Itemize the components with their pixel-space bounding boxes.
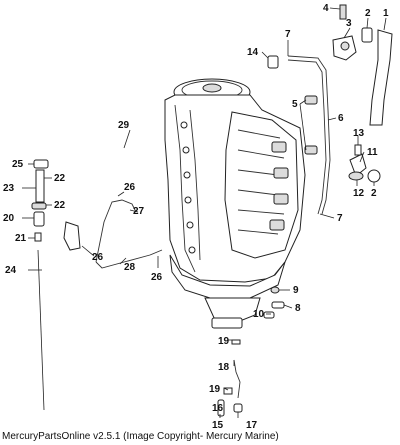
callout-19-lower: 19: [209, 384, 221, 395]
callout-2-upper: 2: [365, 8, 371, 19]
callout-14: 14: [247, 47, 259, 58]
callout-labels: 1 2 3 4 5 6 7 7 8 9 10 11 12 13 14 2 15 …: [3, 3, 389, 431]
callout-13: 13: [353, 128, 365, 139]
part-bracket: [63, 221, 81, 251]
part-5-clamps: [304, 95, 318, 155]
callout-5: 5: [292, 99, 298, 110]
callout-26-upper: 26: [124, 182, 136, 193]
part-11-13-fittings: [348, 144, 381, 183]
callout-26-right: 26: [151, 272, 163, 283]
part-3-thermostat-housing: [332, 35, 357, 61]
callout-18: 18: [218, 362, 230, 373]
callout-17: 17: [246, 420, 258, 431]
callout-8: 8: [295, 303, 301, 314]
callout-27: 27: [133, 206, 145, 217]
part-4-screw: [339, 4, 347, 20]
part-1-hose: [369, 29, 393, 126]
callout-15: 15: [212, 420, 224, 431]
callout-11: 11: [367, 147, 378, 158]
callout-22-lower: 22: [54, 200, 66, 211]
callout-7-lower: 7: [337, 213, 343, 224]
part-6-tube: [287, 55, 331, 215]
part-20-25-assembly: [31, 159, 49, 411]
part-2-fitting-upper: [361, 27, 373, 43]
callout-4: 4: [323, 3, 329, 14]
callout-20: 20: [3, 213, 15, 224]
callout-23: 23: [3, 183, 15, 194]
callout-2-lower: 2: [371, 188, 377, 199]
callout-9: 9: [293, 285, 299, 296]
copyright-caption: MercuryPartsOnline v2.5.1 (Image Copyrig…: [2, 431, 279, 442]
callout-1: 1: [383, 8, 389, 19]
callout-29: 29: [118, 120, 130, 131]
callout-7-upper: 7: [285, 29, 291, 40]
callout-28: 28: [124, 262, 136, 273]
leader-lines: [22, 7, 387, 418]
part-27-28-hoses: [95, 199, 163, 269]
engine-powerhead: [164, 78, 306, 329]
callout-10: 10: [253, 309, 265, 320]
callout-3: 3: [346, 18, 352, 29]
callout-25: 25: [12, 159, 24, 170]
callout-26-left: 26: [92, 252, 104, 263]
callout-24: 24: [5, 265, 17, 276]
callout-6: 6: [338, 113, 344, 124]
part-15-19-assembly: [217, 339, 243, 417]
part-14-clip: [267, 55, 279, 69]
callout-22-upper: 22: [54, 173, 66, 184]
part-8-10-fittings: [263, 286, 285, 319]
callout-19-upper: 19: [218, 336, 230, 347]
callout-16: 16: [212, 403, 224, 414]
callout-12: 12: [353, 188, 365, 199]
callout-21: 21: [15, 233, 27, 244]
